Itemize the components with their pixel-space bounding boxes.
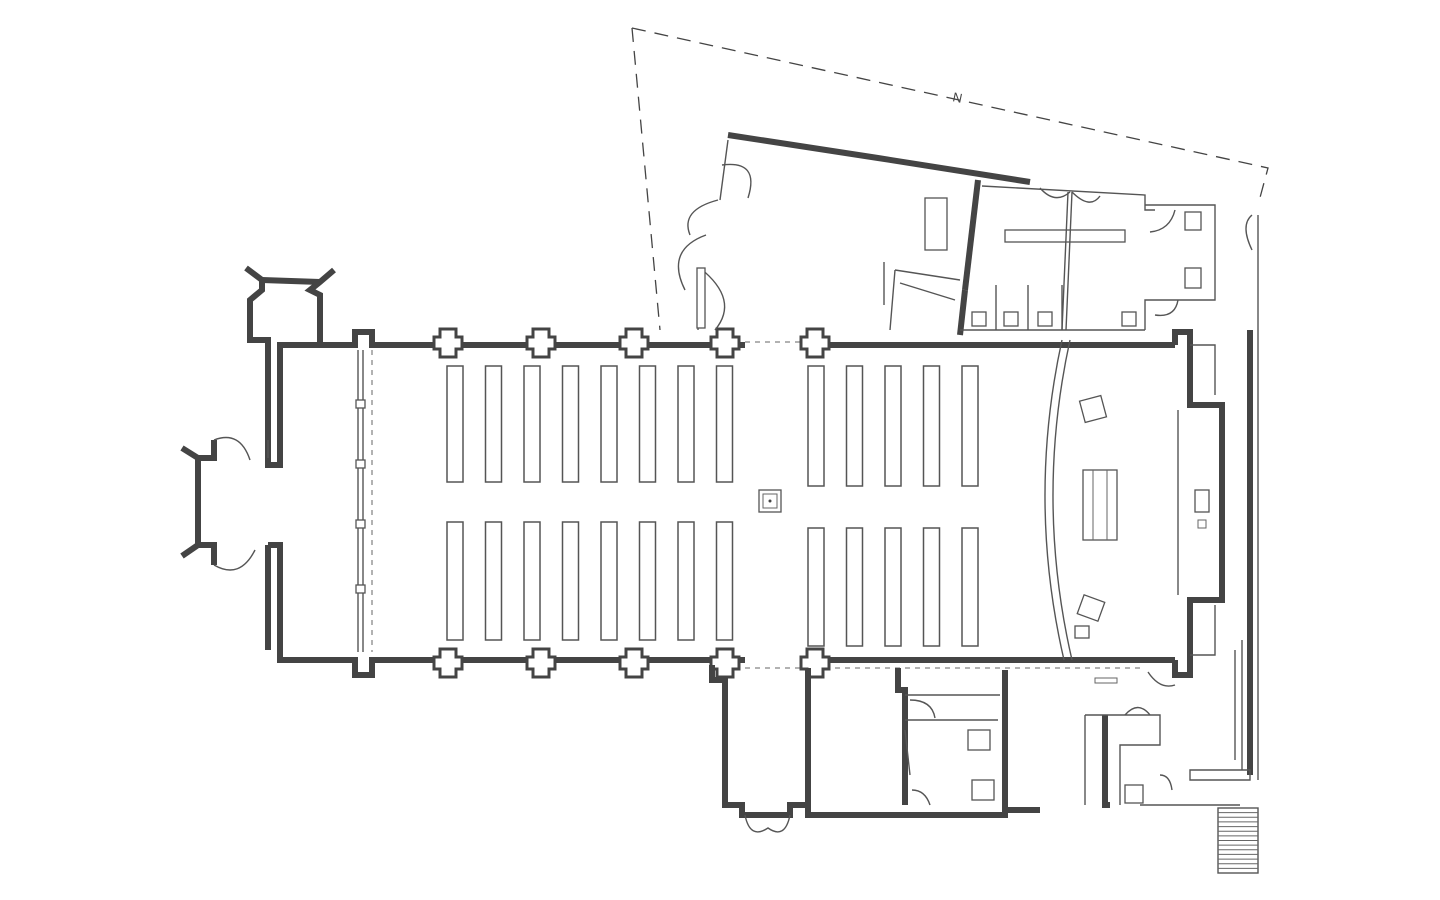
- pew: [807, 527, 825, 647]
- property-line: N: [631, 27, 1269, 331]
- pew: [561, 365, 580, 483]
- northeast-restroom: [1144, 204, 1216, 330]
- pew: [484, 365, 503, 483]
- pew: [600, 521, 618, 641]
- exterior-stairs: [1217, 807, 1259, 874]
- chair: [1078, 394, 1108, 424]
- pew: [484, 521, 503, 641]
- toilet: [971, 311, 987, 327]
- east-corridor: [1234, 214, 1259, 780]
- pew: [523, 365, 541, 483]
- south-wing: [709, 665, 1040, 833]
- pew: [638, 521, 657, 641]
- pew: [807, 365, 825, 487]
- wall-pier: [618, 647, 650, 679]
- wall-pier: [709, 327, 741, 359]
- pew: [561, 521, 580, 641]
- wall-pier: [525, 327, 557, 359]
- pew: [922, 365, 941, 487]
- narthex-screen: [355, 350, 373, 652]
- chair: [1076, 594, 1106, 622]
- wall-pier: [525, 647, 557, 679]
- nave-pews: [446, 365, 979, 647]
- office-wing: [883, 179, 1155, 336]
- chancel: [1044, 339, 1118, 661]
- toilet: [1121, 311, 1137, 327]
- pew: [638, 365, 657, 483]
- east-apse-wall: [1172, 329, 1225, 678]
- pew: [677, 365, 695, 483]
- nave-north-wall: [372, 341, 1175, 348]
- south-piers: [432, 647, 831, 679]
- wall-pier: [432, 327, 464, 359]
- wall-pier: [799, 327, 831, 359]
- pew: [845, 365, 864, 487]
- southeast-vestibule: [1094, 671, 1251, 781]
- pew: [961, 365, 979, 487]
- pew: [922, 527, 941, 647]
- north-mark: N: [951, 89, 963, 106]
- restroom-stalls: [960, 285, 1145, 331]
- southeast-rooms: [1084, 706, 1240, 808]
- pew: [884, 365, 902, 487]
- pew: [845, 527, 864, 647]
- pew: [715, 365, 734, 483]
- pew: [600, 365, 618, 483]
- pew: [677, 521, 695, 641]
- pew: [715, 521, 734, 641]
- pew: [523, 521, 541, 641]
- pew: [446, 521, 464, 641]
- west-entry-porch: [180, 436, 269, 575]
- north-piers: [432, 327, 831, 359]
- west-tower: [244, 265, 440, 468]
- chair: [1074, 625, 1090, 639]
- toilet: [1037, 311, 1053, 327]
- nave-south-wall: [372, 657, 1175, 669]
- wall-pier: [709, 647, 741, 679]
- pew: [446, 365, 464, 483]
- pew: [884, 527, 902, 647]
- northeast-hall: [677, 132, 1031, 331]
- baptismal-font: [758, 489, 782, 513]
- pew: [961, 527, 979, 647]
- west-lower-wall: [265, 542, 440, 678]
- toilet: [1003, 311, 1019, 327]
- wall-pier: [432, 647, 464, 679]
- wall-pier: [618, 327, 650, 359]
